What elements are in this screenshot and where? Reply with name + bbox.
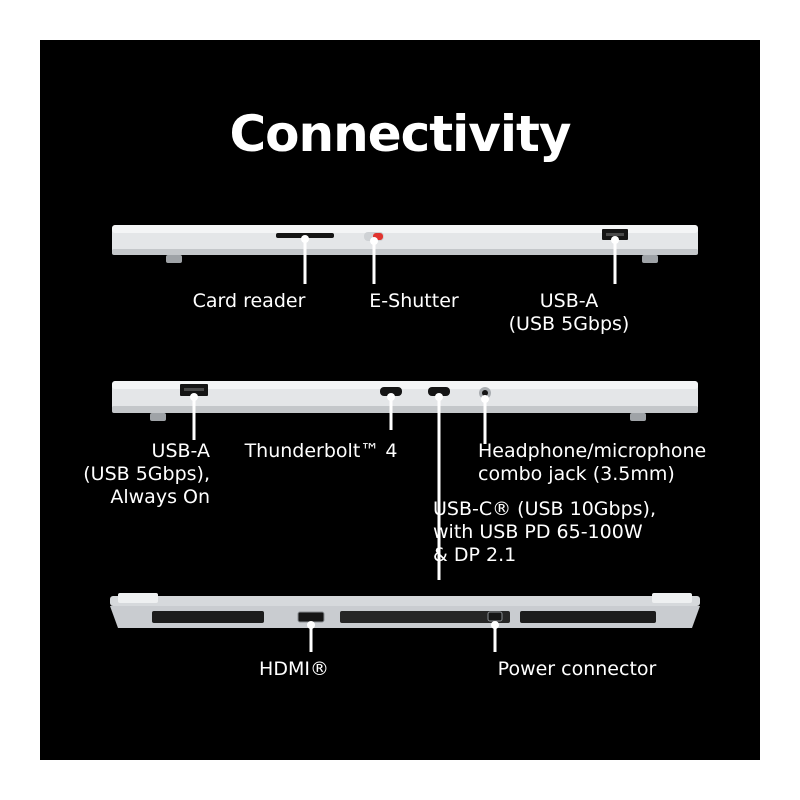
rear-vent-left — [152, 611, 264, 623]
hdmi-callout-dot — [307, 621, 315, 629]
power-callout-dot — [491, 621, 499, 629]
page-title: Connectivity — [229, 105, 571, 163]
power-connector-port — [487, 611, 503, 622]
laptop-left-side-view — [112, 381, 698, 580]
usb-a-always-on-callout-dot — [190, 393, 198, 401]
e-shutter-label: E-Shutter — [369, 290, 459, 312]
card-reader-callout-dot — [301, 235, 309, 243]
usb-a-always-on-label: USB-A (USB 5Gbps), Always On — [83, 440, 210, 508]
laptop-rear-view — [110, 593, 700, 652]
usb-c-callout-dot — [435, 393, 443, 401]
usb-c-port — [428, 387, 450, 396]
hdmi-port — [297, 611, 325, 623]
thunderbolt-callout-dot — [387, 393, 395, 401]
headphone-jack-label: Headphone/microphone combo jack (3.5mm) — [478, 440, 707, 485]
usb-a-right-callout-dot — [611, 236, 619, 244]
e-shutter-callout-dot — [370, 237, 378, 245]
power-connector-label: Power connector — [497, 658, 657, 680]
thunderbolt-4-label: Thunderbolt™ 4 — [244, 440, 398, 462]
thunderbolt-4-port — [380, 387, 402, 396]
usb-c-label: USB-C® (USB 10Gbps), with USB PD 65-100W… — [433, 498, 656, 566]
laptop-right-side-view — [112, 225, 698, 284]
rear-vent-right — [520, 611, 656, 623]
card-reader-label: Card reader — [192, 290, 306, 312]
headphone-callout-dot — [481, 395, 489, 403]
usb-a-right-label: USB-A (USB 5Gbps) — [508, 290, 630, 335]
hdmi-label: HDMI® — [259, 658, 329, 680]
